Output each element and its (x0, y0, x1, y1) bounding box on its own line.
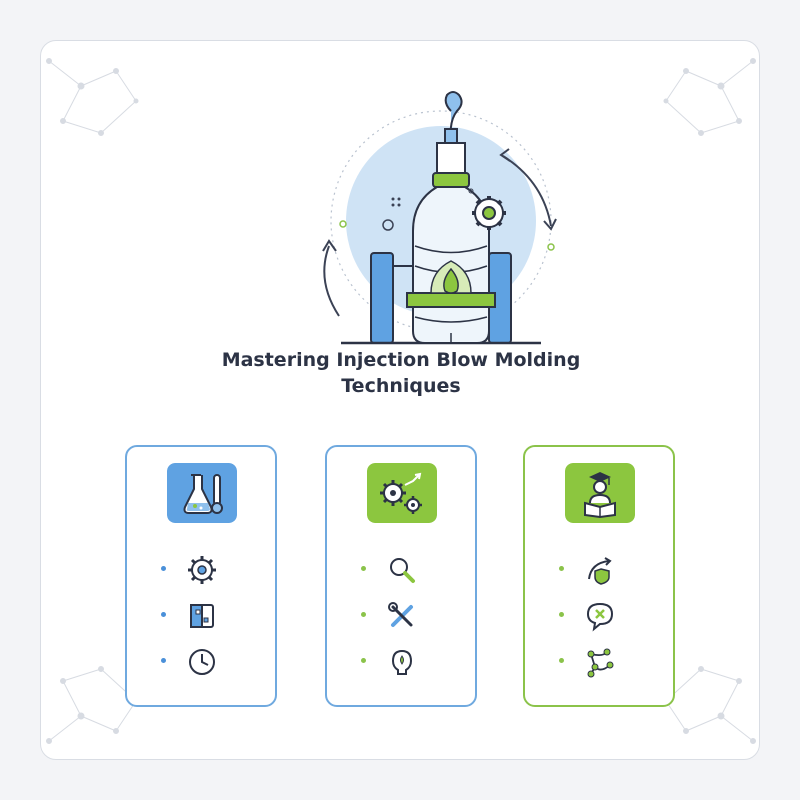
technique-card-2 (325, 445, 477, 707)
cycle-arrow-icon (502, 155, 552, 227)
page-title-line-2: Techniques (341, 375, 461, 397)
gear-icon (472, 196, 506, 230)
bullet-dot (559, 612, 564, 617)
bullet-dot (161, 658, 166, 663)
network-decoration-icon (46, 58, 139, 136)
page-title: Mastering Injection Blow Molding Techniq… (41, 347, 759, 399)
mold-block-icon (190, 604, 214, 628)
network-path-icon (587, 648, 614, 678)
network-decoration-icon (46, 666, 139, 744)
technique-card-3 (523, 445, 675, 707)
technique-card-1 (125, 445, 277, 707)
list-item (127, 597, 275, 633)
lab-flask-thermometer-icon (167, 463, 237, 523)
bullet-dot (161, 566, 166, 571)
page-title-line-1: Mastering Injection Blow Molding (221, 349, 581, 371)
bullet-dot (361, 612, 366, 617)
cycle-arrow-icon (323, 245, 340, 317)
list-item (327, 551, 475, 587)
shield-arrow-icon (588, 557, 612, 585)
list-item (127, 551, 275, 587)
bullet-dot (361, 566, 366, 571)
graduate-reading-icon (565, 463, 635, 523)
list-item (525, 597, 673, 633)
clock-icon (189, 649, 215, 675)
list-item (127, 643, 275, 679)
gear-icon (188, 556, 216, 584)
gears-optimization-icon (367, 463, 437, 523)
brain-bulb-icon (391, 649, 413, 675)
list-item (327, 597, 475, 633)
mold-clamp-icon (370, 252, 394, 344)
list-item (525, 643, 673, 679)
bullet-dot (161, 612, 166, 617)
infographic-frame: Mastering Injection Blow Molding Techniq… (40, 40, 760, 760)
flame-icon (443, 267, 459, 294)
network-decoration-icon (663, 58, 756, 136)
bullet-dot (559, 566, 564, 571)
tools-icon (388, 602, 413, 627)
blow-molding-hero-illustration (322, 91, 557, 345)
bullet-dot (559, 658, 564, 663)
network-decoration-icon (663, 666, 756, 744)
list-item (327, 643, 475, 679)
error-bubble-icon (586, 602, 614, 632)
bullet-dot (361, 658, 366, 663)
magnifier-icon (390, 558, 415, 583)
list-item (525, 551, 673, 587)
